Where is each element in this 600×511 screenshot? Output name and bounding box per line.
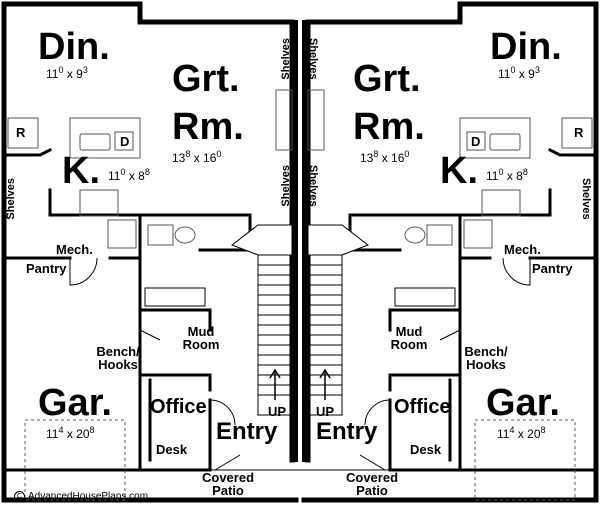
left-mech-label: Mech.	[56, 242, 93, 257]
right-shelves-center-bottom: Shelves	[307, 165, 319, 207]
right-mech-label: Mech.	[504, 242, 541, 257]
stairs	[230, 224, 370, 416]
left-shelves-center-top: Shelves	[280, 38, 292, 80]
right-desk-label: Desk	[410, 442, 442, 457]
left-dishwasher-label: D	[120, 134, 130, 149]
left-great-room-label-2: Rm.	[172, 106, 244, 148]
right-vanity	[426, 224, 453, 246]
left-up-label: UP	[268, 404, 287, 419]
right-kitchen-label: K.	[440, 150, 478, 192]
right-fireplace	[307, 89, 325, 151]
right-pantry-door	[502, 257, 531, 286]
doors	[69, 257, 531, 471]
left-sink	[79, 133, 111, 151]
stair-landing-right	[307, 224, 370, 256]
left-bench-label: Bench/Hooks	[96, 344, 140, 372]
left-kitchen-label: K.	[62, 150, 100, 192]
right-mech-unit	[463, 219, 493, 249]
right-great-room-dim: 138 x 160	[360, 149, 410, 165]
left-mud-door	[139, 329, 161, 341]
up-arrow-left	[269, 368, 281, 400]
left-dining-label: Din.	[38, 26, 110, 68]
right-up-label: UP	[316, 404, 335, 419]
fixtures	[7, 89, 593, 501]
right-toilet	[404, 226, 426, 244]
right-fridge-label: R	[574, 125, 584, 140]
right-dishwasher	[466, 131, 486, 151]
right-entry-label: Entry	[316, 418, 378, 445]
left-pantry-door	[69, 257, 98, 286]
left-garage-car	[24, 419, 126, 501]
left-garage-dim: 114 x 208	[46, 425, 95, 441]
left-pantry-label: Pantry	[26, 261, 67, 276]
left-toilet	[174, 226, 196, 244]
left-great-room-label-1: Grt.	[172, 58, 240, 100]
copyright-icon: C	[14, 491, 25, 502]
right-office-label: Office	[394, 396, 451, 418]
left-office-label: Office	[150, 396, 207, 418]
right-kitchen-wall	[547, 147, 598, 157]
left-kitchen-wall	[2, 147, 53, 157]
left-fridge	[7, 117, 39, 149]
up-arrow-right	[319, 368, 331, 400]
left-entry-label: Entry	[216, 418, 278, 445]
right-mud-wall	[388, 308, 462, 392]
right-great-room-label-2: Rm.	[353, 106, 425, 148]
right-bench-label: Bench/Hooks	[464, 344, 508, 372]
left-mech-unit	[107, 219, 137, 249]
right-dishwasher-label: D	[471, 134, 481, 149]
outer-wall-left	[1, 1, 299, 503]
right-garage-dim: 114 x 208	[497, 425, 546, 441]
left-shelves-side: Shelves	[5, 178, 17, 220]
right-dining-label: Din.	[490, 26, 562, 68]
left-dining-dim: 110 x 93	[46, 65, 88, 81]
right-patio-door	[359, 454, 386, 471]
left-great-room-dim: 138 x 160	[172, 149, 222, 165]
left-vanity	[147, 224, 174, 246]
left-bench	[144, 287, 206, 307]
left-mud-wall	[138, 308, 212, 392]
right-garage-car	[474, 419, 576, 501]
left-fridge-label: R	[16, 125, 26, 140]
right-mud-door	[439, 329, 461, 341]
right-dining-dim: 110 x 93	[498, 65, 540, 81]
left-desk-label: Desk	[156, 442, 188, 457]
right-shelves-center-top: Shelves	[307, 38, 319, 80]
left-dishwasher	[114, 131, 134, 151]
left-kitchen-dim: 110 x 88	[108, 167, 150, 183]
right-great-room-label-1: Grt.	[353, 58, 421, 100]
right-island	[459, 117, 531, 159]
left-island	[69, 117, 141, 159]
left-patio-door	[214, 454, 241, 471]
right-bench	[394, 287, 456, 307]
right-garage-label: Gar.	[486, 382, 560, 424]
stair-landing-left	[230, 224, 293, 256]
right-pantry-label: Pantry	[532, 261, 573, 276]
left-shelves-center-bottom: Shelves	[280, 165, 292, 207]
right-shelves-side: Shelves	[580, 178, 592, 220]
right-kitchen-dim: 110 x 88	[486, 167, 528, 183]
left-garage-label: Gar.	[38, 382, 112, 424]
left-fireplace	[275, 89, 293, 151]
right-office-door	[364, 399, 391, 426]
walls	[1, 1, 599, 503]
left-range	[79, 189, 119, 217]
right-fridge	[561, 117, 593, 149]
right-sink	[489, 133, 521, 151]
left-office-door	[209, 399, 236, 426]
outer-wall-right	[301, 1, 599, 503]
right-range	[481, 189, 521, 217]
